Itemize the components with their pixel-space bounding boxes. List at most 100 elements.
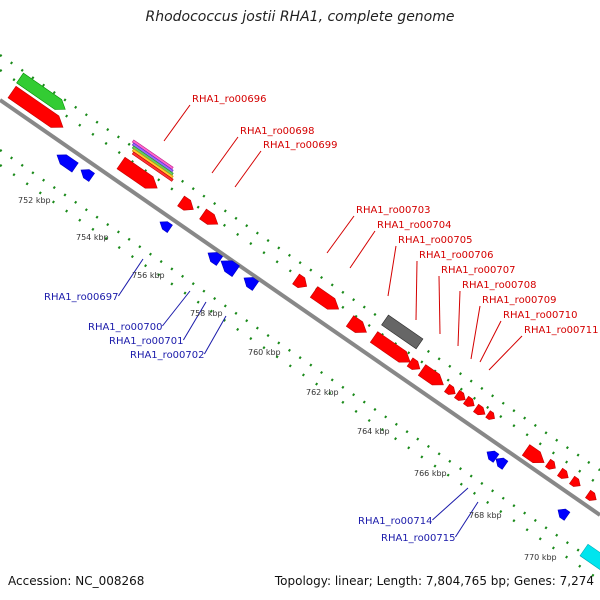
leader-rev-1 (162, 290, 191, 327)
leader-rev-4 (432, 487, 469, 521)
fwd-feature-3-shape (177, 195, 194, 211)
leader-rev-5 (454, 501, 479, 538)
fwd-feature-17-shape (545, 458, 556, 470)
rev-feature-7-shape (486, 450, 500, 463)
topology-summary: Topology: linear; Length: 7,804,765 bp; … (274, 574, 594, 588)
fwd-feature-4-shape (199, 208, 219, 225)
fwd-feature-17 (545, 458, 556, 470)
label-rev-2: RHA1_ro00701 (109, 336, 184, 347)
rev-feature-7 (486, 450, 500, 463)
fwd-feature-15-shape (485, 410, 495, 420)
cyan-feature-shape (579, 543, 600, 574)
tick-label-2: 756 kbp (132, 271, 165, 280)
genome-backbone (0, 98, 600, 517)
rev-feature-5-shape (220, 260, 240, 278)
gene-features (7, 72, 600, 574)
fwd-feature-5 (292, 273, 308, 288)
fwd-feature-8 (369, 331, 411, 363)
leader-fwd-7 (438, 275, 441, 335)
guide-outer-top (0, 54, 600, 472)
rev-feature-8 (495, 457, 509, 470)
leader-fwd-4 (349, 230, 376, 269)
rev-feature-1 (56, 154, 79, 173)
label-fwd-10: RHA1_ro00710 (503, 310, 578, 321)
label-fwd-1: RHA1_ro00698 (240, 126, 315, 137)
leader-fwd-5 (387, 245, 397, 297)
fwd-feature-14-shape (473, 403, 486, 416)
leader-rev-3 (203, 315, 227, 355)
label-rev-4: RHA1_ro00714 (358, 516, 433, 527)
guide-inner-top (0, 69, 600, 487)
gene-labels: RHA1_ro00696RHA1_ro00698RHA1_ro00699RHA1… (44, 94, 599, 544)
stripe-feature-4-shape (131, 151, 174, 182)
rev-feature-9-shape (557, 508, 571, 521)
leader-fwd-2 (234, 150, 262, 188)
fwd-feature-15 (485, 410, 495, 420)
fwd-feature-20 (585, 489, 597, 501)
label-fwd-4: RHA1_ro00704 (377, 220, 452, 231)
rev-feature-5 (220, 260, 240, 278)
leader-fwd-6 (415, 260, 418, 321)
fwd-feature-11-shape (444, 383, 456, 395)
fwd-feature-16-shape (521, 444, 545, 463)
accession-text: Accession: NC_008268 (8, 574, 145, 588)
rev-feature-3-shape (159, 221, 173, 233)
label-rev-0: RHA1_ro00697 (44, 292, 119, 303)
cyan-feature (579, 543, 600, 574)
fwd-feature-7-shape (345, 315, 367, 333)
stripe-feature-4 (131, 151, 174, 182)
tick-label-8: 768 kbp (469, 511, 502, 520)
label-fwd-0: RHA1_ro00696 (192, 94, 267, 105)
leader-fwd-11 (488, 335, 523, 371)
gray-feature (381, 314, 424, 350)
tick-label-1: 754 kbp (76, 233, 109, 242)
dotted-guides (0, 54, 600, 582)
fwd-feature-6 (309, 286, 340, 310)
fwd-feature-11 (444, 383, 456, 395)
label-fwd-3: RHA1_ro00703 (356, 205, 431, 216)
leader-fwd-8 (457, 290, 461, 347)
fwd-feature-3 (177, 195, 194, 211)
fwd-feature-18-shape (557, 467, 569, 479)
fwd-feature-7 (345, 315, 367, 333)
rev-feature-4-shape (207, 252, 224, 266)
label-fwd-7: RHA1_ro00707 (441, 265, 516, 276)
rev-feature-6-shape (243, 277, 260, 291)
fwd-feature-18 (557, 467, 569, 479)
fwd-feature-6-shape (309, 286, 340, 310)
leader-fwd-1 (211, 136, 239, 174)
tick-label-3: 758 kbp (190, 309, 223, 318)
tick-label-4: 760 kbp (248, 348, 281, 357)
label-fwd-6: RHA1_ro00706 (419, 250, 494, 261)
label-rev-5: RHA1_ro00715 (381, 533, 456, 544)
leader-fwd-9 (470, 305, 481, 360)
fwd-feature-12-shape (454, 389, 466, 401)
green-feature (16, 72, 66, 110)
tick-label-7: 766 kbp (414, 469, 447, 478)
leader-rev-0 (117, 258, 144, 297)
fwd-feature-12 (454, 389, 466, 401)
guide-outer-bottom (0, 149, 600, 567)
rev-feature-6 (243, 277, 260, 291)
leader-rev-2 (182, 301, 207, 341)
fwd-feature-1-shape (7, 85, 64, 128)
label-rev-1: RHA1_ro00700 (88, 322, 163, 333)
fwd-feature-19 (569, 475, 581, 487)
fwd-feature-19-shape (569, 475, 581, 487)
fwd-feature-8-shape (369, 331, 411, 363)
rev-feature-1-shape (56, 154, 79, 173)
fwd-feature-10 (417, 364, 444, 386)
label-rev-3: RHA1_ro00702 (130, 350, 205, 361)
tick-label-5: 762 kbp (306, 388, 339, 397)
fwd-feature-1 (7, 85, 64, 128)
fwd-feature-9-shape (406, 357, 421, 370)
rev-feature-2-shape (80, 169, 95, 182)
fwd-feature-14 (473, 403, 486, 416)
rev-feature-2 (80, 169, 95, 182)
fwd-feature-13 (463, 395, 475, 407)
fwd-feature-5-shape (292, 273, 308, 288)
label-fwd-5: RHA1_ro00705 (398, 235, 473, 246)
fwd-feature-13-shape (463, 395, 475, 407)
